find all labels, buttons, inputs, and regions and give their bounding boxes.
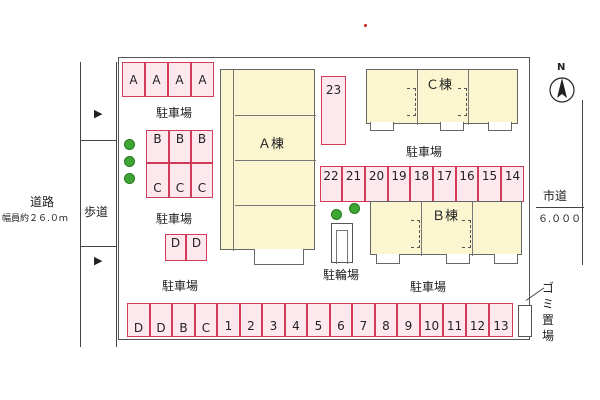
parking-space: 23 [321, 76, 346, 145]
direction-arrow: ▶ [94, 254, 103, 267]
sidewalk-edge-line [116, 62, 117, 347]
parking-space: 12 [466, 303, 489, 337]
marker-dot [364, 24, 367, 27]
sidewalk-label: 歩道 [84, 205, 109, 219]
parking-label: 駐車場 [406, 145, 443, 159]
building-divider [235, 160, 316, 161]
building-a-label: Ａ棟 [258, 137, 285, 152]
building-a [220, 69, 316, 251]
building-c-porch [370, 122, 394, 131]
parking-space: 16 [456, 166, 478, 202]
parking-space: A [168, 62, 191, 97]
tree-icon [349, 203, 360, 214]
parking-space: 5 [307, 303, 330, 337]
trash-label: ゴミ置場 [542, 281, 555, 343]
parking-space: 14 [501, 166, 524, 202]
parking-label: 駐車場 [156, 106, 193, 120]
parking-label: 駐車場 [162, 279, 199, 293]
parking-space: 7 [352, 303, 375, 337]
parking-space: 3 [262, 303, 285, 337]
tree-icon [124, 173, 135, 184]
tree-icon [124, 139, 135, 150]
parking-space: D [150, 303, 172, 337]
building-divider [468, 70, 469, 125]
stair-outline [458, 88, 467, 116]
parking-space: C [146, 163, 169, 198]
bike-parking-label: 駐輪場 [323, 268, 360, 282]
parking-space: C [191, 163, 213, 198]
parking-space: 17 [433, 166, 456, 202]
north-label: N [557, 62, 566, 73]
parking-space: D [186, 234, 207, 261]
building-b-porch [494, 254, 518, 264]
stair-outline [462, 220, 471, 248]
building-b-label: Ｂ棟 [432, 209, 459, 224]
parking-space: 19 [388, 166, 410, 202]
parking-space: C [195, 303, 217, 337]
parking-space: 10 [420, 303, 443, 337]
north-arrow-icon [546, 64, 578, 106]
building-edge [233, 70, 234, 251]
building-divider [417, 70, 418, 125]
parking-space: C [169, 163, 191, 198]
parking-space: 4 [285, 303, 307, 337]
building-divider [235, 205, 316, 206]
parking-space: B [191, 130, 213, 163]
road-width-label: 幅員約２６.０ｍ [2, 214, 68, 224]
parking-space: B [172, 303, 195, 337]
parking-space: 22 [320, 166, 342, 202]
building-divider [421, 202, 422, 256]
building-b-porch [376, 254, 400, 264]
building-a-porch [254, 249, 304, 265]
parking-space: 20 [365, 166, 388, 202]
road-label: 道路 [30, 195, 55, 209]
parking-space: 21 [342, 166, 365, 202]
building-c-porch [488, 122, 512, 131]
parking-space: B [169, 130, 191, 163]
city-road-label: 市道 [543, 189, 568, 203]
tree-icon [331, 209, 342, 220]
direction-arrow: ▶ [94, 107, 103, 120]
parking-space: 11 [443, 303, 466, 337]
tree-icon [124, 156, 135, 167]
parking-space: 8 [375, 303, 397, 337]
building-c-label: Ｃ棟 [426, 78, 453, 93]
trash-area [518, 305, 532, 337]
parking-space: 13 [489, 303, 513, 337]
parking-space: 15 [478, 166, 501, 202]
shelter-inner [336, 230, 348, 264]
parking-label: 駐車場 [156, 212, 193, 226]
parking-space: D [127, 303, 150, 337]
parking-space: B [146, 130, 169, 163]
parking-space: A [191, 62, 214, 97]
sidewalk-divider [80, 246, 116, 247]
parking-space: D [165, 234, 186, 261]
parking-space: 2 [240, 303, 262, 337]
road-edge-line [80, 62, 81, 347]
parking-space: A [122, 62, 145, 97]
city-road-line [582, 100, 583, 265]
parking-label: 駐車場 [410, 280, 447, 294]
stair-outline [411, 220, 420, 248]
parking-space: 1 [217, 303, 240, 337]
sidewalk-divider [80, 140, 116, 141]
city-road-width-label: ６.０００ [538, 214, 582, 225]
building-divider [472, 202, 473, 256]
bike-parking-shelter [331, 223, 353, 264]
building-b-porch [446, 254, 470, 264]
building-divider [235, 115, 316, 116]
building-c [366, 69, 518, 125]
city-road-line [536, 207, 584, 208]
parking-space: 6 [330, 303, 352, 337]
parking-space: A [145, 62, 168, 97]
parking-space: 18 [410, 166, 433, 202]
stair-outline [407, 88, 416, 116]
building-c-porch [440, 122, 464, 131]
parking-space: 9 [397, 303, 420, 337]
